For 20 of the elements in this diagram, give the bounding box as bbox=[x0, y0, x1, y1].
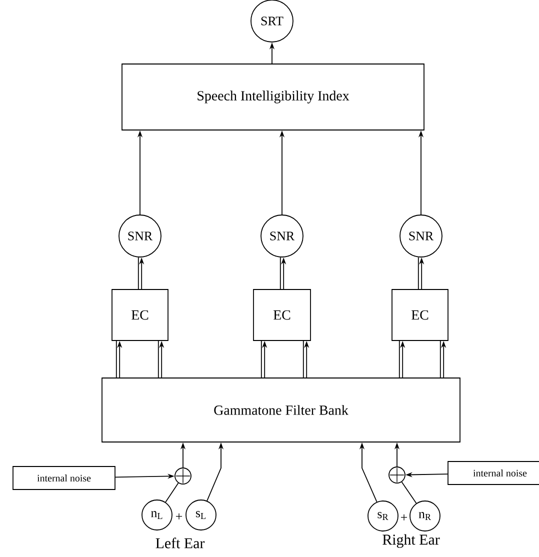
circle-node: n$_{L}$ bbox=[142, 500, 172, 530]
circle-node: SNR bbox=[260, 214, 304, 258]
ear-label: Left Ear bbox=[156, 538, 205, 548]
circle-node: SNR bbox=[118, 214, 162, 258]
summing-junction bbox=[174, 468, 192, 484]
process-box: internal noise bbox=[448, 461, 539, 485]
process-box: Speech Intelligibility Index bbox=[122, 64, 424, 130]
process-box: EC bbox=[253, 289, 311, 341]
process-box: EC bbox=[392, 289, 448, 341]
circle-node: n$_{R}$ bbox=[410, 500, 440, 532]
circle-node: s$_{R}$ bbox=[368, 500, 398, 532]
ear-label: Right Ear bbox=[382, 534, 440, 548]
plus-sign: + bbox=[400, 514, 408, 520]
circle-node: s$_{L}$ bbox=[186, 500, 216, 530]
process-box: EC bbox=[112, 289, 168, 341]
process-box: internal noise bbox=[12, 466, 116, 490]
plus-sign: + bbox=[176, 513, 182, 520]
summing-junction bbox=[388, 466, 406, 484]
circle-node: SNR bbox=[400, 214, 442, 258]
process-box: Gammatone Filter Bank bbox=[102, 378, 460, 442]
